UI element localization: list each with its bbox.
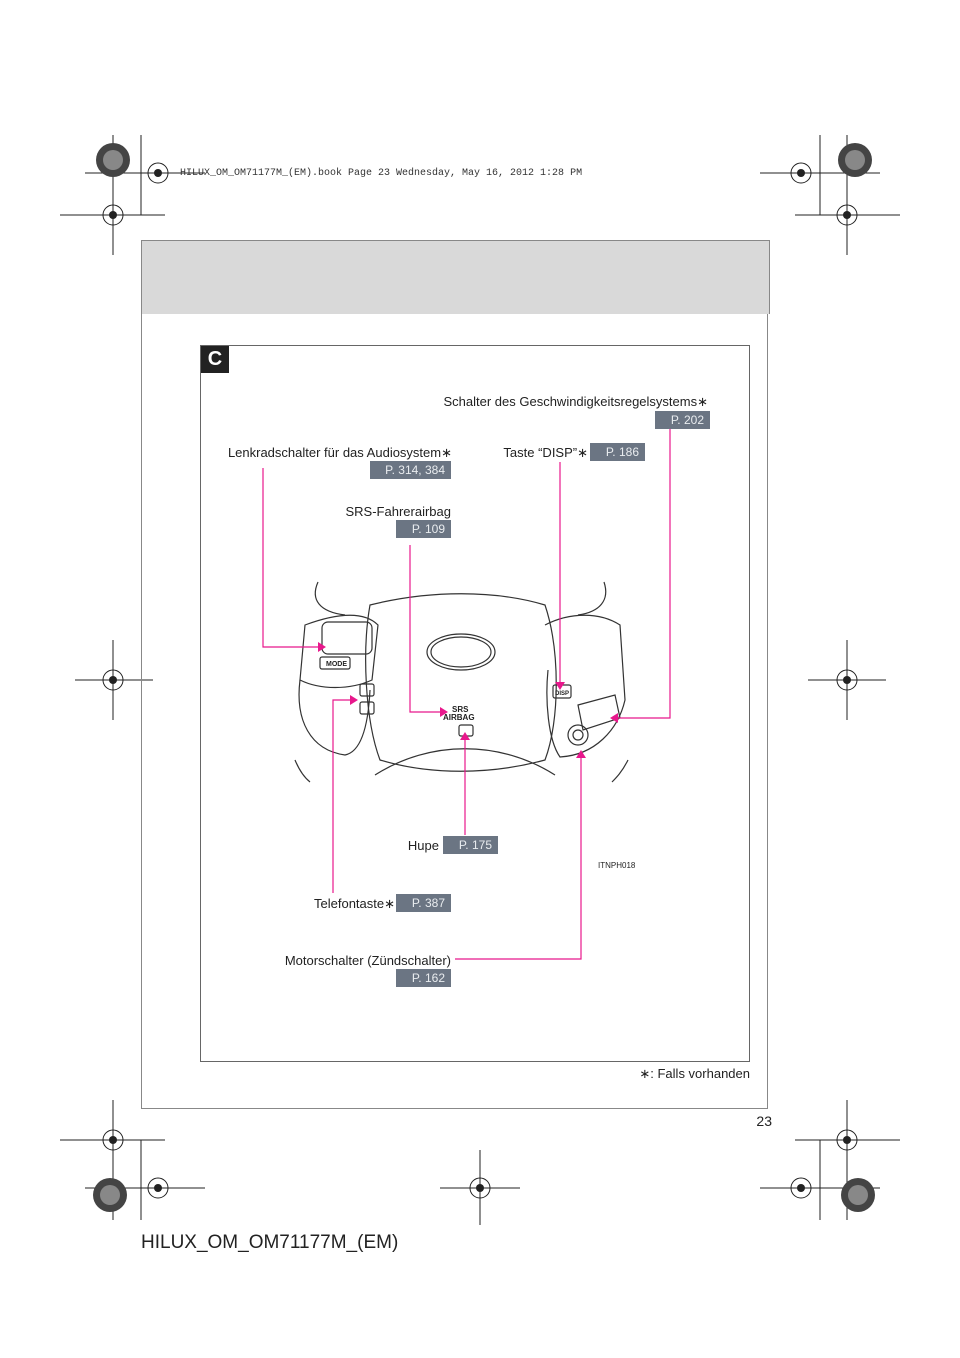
label-phone-button: Telefontaste∗	[314, 896, 395, 911]
page-ref-engine-switch[interactable]: P. 162	[396, 969, 451, 987]
page-ref-disp-button[interactable]: P. 186	[590, 443, 645, 461]
image-code: ITNPH018	[598, 861, 636, 870]
label-cruise-control: Schalter des Geschwindigkeitsregelsystem…	[443, 394, 708, 409]
wheel-airbag-label: AIRBAG	[443, 713, 475, 722]
footer-code: HILUX_OM_OM71177M_(EM)	[141, 1232, 399, 1253]
page-number: 23	[756, 1113, 772, 1129]
wheel-srs-label: SRS	[452, 705, 469, 714]
diagram-box	[200, 345, 750, 1062]
label-audio-switch: Lenkradschalter für das Audiosystem∗	[227, 445, 452, 460]
page-ref-cruise-control[interactable]: P. 202	[655, 411, 710, 429]
label-srs-airbag: SRS-Fahrerairbag	[345, 504, 452, 519]
footnote: ∗: Falls vorhanden	[639, 1066, 750, 1081]
label-horn: Hupe	[407, 838, 439, 853]
watermark[interactable]: carmanualsonline.info	[834, 1340, 942, 1352]
label-engine-switch: Motorschalter (Zündschalter)	[284, 953, 451, 968]
page-ref-audio-switch[interactable]: P. 314, 384	[370, 461, 451, 479]
wheel-mode-label: MODE	[326, 661, 347, 668]
page-ref-phone-button[interactable]: P. 387	[396, 894, 451, 912]
wheel-disp-label: DISP	[555, 691, 569, 697]
page-ref-srs-airbag[interactable]: P. 109	[396, 520, 451, 538]
page-ref-horn[interactable]: P. 175	[443, 836, 498, 854]
print-meta-line: HILUX_OM_OM71177M_(EM).book Page 23 Wedn…	[180, 168, 583, 179]
label-disp-button: Taste “DISP”∗	[503, 445, 588, 460]
section-badge: C	[201, 346, 229, 373]
header-band	[141, 240, 770, 314]
